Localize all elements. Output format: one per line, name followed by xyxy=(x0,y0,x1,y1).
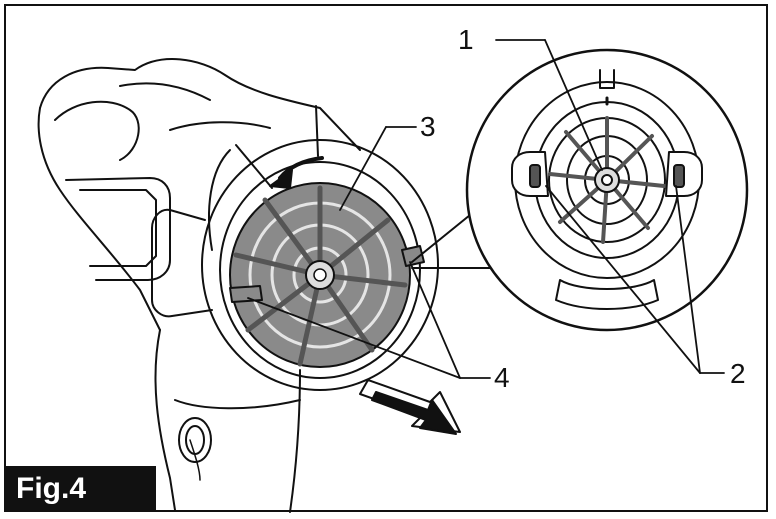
detail-inset xyxy=(465,48,749,332)
callout-3: 3 xyxy=(420,111,436,142)
callout-2: 2 xyxy=(730,358,746,389)
callout-1: 1 xyxy=(458,24,474,55)
remove-arrow xyxy=(359,379,461,435)
figure-label: Fig.4 xyxy=(6,466,156,512)
tool-body xyxy=(37,58,361,513)
front-housing xyxy=(151,139,439,391)
rotate-arrow xyxy=(235,105,324,189)
dust-cover xyxy=(229,182,425,368)
callout-leaders xyxy=(247,39,725,379)
figure-label-text: Fig.4 xyxy=(16,472,87,505)
callout-4: 4 xyxy=(494,362,510,393)
